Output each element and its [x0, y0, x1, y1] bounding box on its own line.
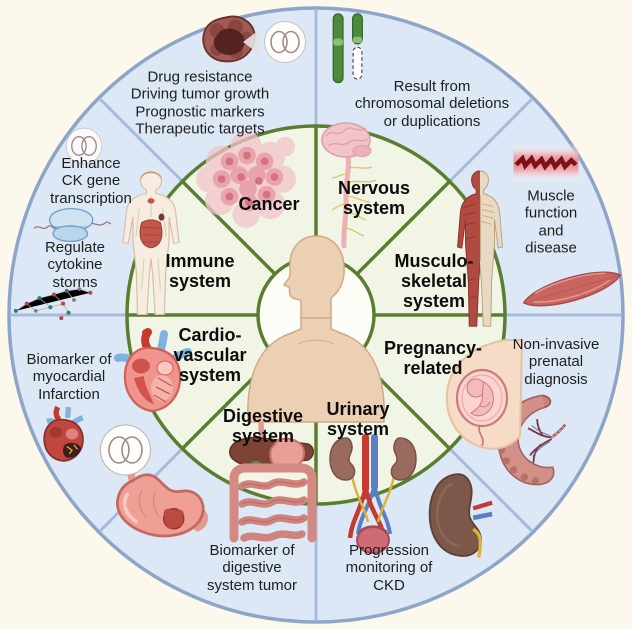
tumor-icon: [202, 15, 256, 63]
inner-sector-label-pregnancy: Pregnancy- related: [383, 337, 483, 378]
anatomical-heart-icon: [114, 328, 192, 413]
outer-note-urinary: Progression monitoring of CKD: [345, 542, 433, 594]
muscle-skeleton-body-icon: [457, 170, 503, 327]
outer-note-cancer: Drug resistance Driving tumor growth Pro…: [130, 68, 270, 138]
outer-note-pregnancy: Non-invasive prenatal diagnosis: [512, 336, 600, 388]
muscle-spindle-icon: [522, 271, 622, 307]
outer-note-immune-2: Regulate cytokine storms: [44, 239, 106, 291]
inner-sector-label-urinary: Urinary system: [326, 398, 390, 439]
kidney-icon: [428, 473, 493, 558]
inner-sector-label-cardiovascular: Cardio- vascular system: [173, 324, 247, 386]
tumor-cells-icon: [196, 131, 297, 228]
eccdna-rings-icon: [65, 127, 103, 165]
kidneys-bladder-icon: [329, 434, 417, 554]
inner-sector-label-digestive: Digestive system: [222, 405, 304, 446]
stomach-tumor-icon: [116, 460, 208, 538]
outer-note-musculoskeletal: Muscle function and disease: [524, 187, 578, 257]
ribosome-mrna-icon: [33, 207, 112, 243]
human-torso-icon: [247, 235, 385, 423]
outer-note-cardiovascular: Biomarker of myocardial Infarction: [26, 351, 112, 403]
eccdna-magnifier-icon: [95, 424, 151, 476]
inner-sector-label-musculoskeletal: Musculo- skeletal system: [394, 250, 474, 312]
lymphatic-body-icon: [122, 171, 180, 316]
inner-sector-label-immune: Immune system: [165, 250, 235, 291]
chromosome-deletion-icon: [332, 13, 363, 84]
inner-sector-label-cancer: Cancer: [238, 193, 300, 214]
inner-sector-label-nervous: Nervous system: [337, 177, 411, 218]
brain-spinal-cord-icon: [321, 122, 377, 249]
outer-note-digestive: Biomarker of digestive system tumor: [206, 542, 298, 594]
infarcted-heart-icon: [43, 405, 84, 462]
eccdna-rings-icon: [243, 21, 306, 63]
fetus-in-womb-icon: [445, 339, 524, 450]
muscle-fiber-icon: [513, 144, 579, 182]
molecular-network-icon: [13, 287, 93, 321]
outer-note-immune-1: Enhance CK gene transcription: [50, 155, 132, 207]
outer-note-nervous: Result from chromosomal deletions or dup…: [354, 78, 510, 130]
